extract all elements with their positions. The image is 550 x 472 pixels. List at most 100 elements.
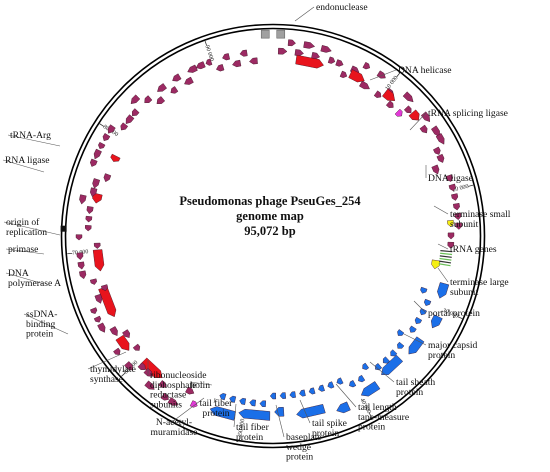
gene-arrow [348,69,365,83]
gene-arrow [229,395,237,403]
gene-arrow [216,64,225,72]
label-line: N-acetyl- [156,417,192,428]
gene-arrow [239,49,248,57]
gene-arrow [375,363,383,371]
gene-arrow [79,194,87,205]
label-leaders [2,6,449,438]
gene-arrow [100,284,109,291]
leader-line [7,134,61,147]
gene-arrow [157,83,167,92]
gene-arrow [299,389,306,397]
label-portal-protein: portal protein [428,308,480,319]
leader-line [233,403,237,428]
label-line: reductase [150,390,186,401]
gene-arrow [360,381,381,397]
gene-arrow [86,206,94,214]
gene-arrow [339,70,348,79]
gene-arrow [296,404,326,419]
gene-arrow [335,59,344,67]
leader-line [5,272,45,285]
label-line: ribonucleoside [150,370,206,381]
gene-arrow [269,392,277,400]
gene-arrow [294,49,304,57]
title-line-organism: Pseudomonas phage PseuGes_254 [179,194,361,208]
gene-arrow [89,158,98,167]
gene-arrow [156,96,166,104]
gene-arrow [409,325,417,333]
tick-mark [121,372,126,377]
backbone-inner-ring [64,27,482,445]
label-line: RNA ligase [5,155,50,166]
leader-line [171,397,205,423]
gene-arrow [125,114,135,124]
gene-arrow [132,343,141,351]
gene-arrow [144,95,153,104]
gene-arrow [89,187,98,197]
label-n-acetyl-muramidase: N-acetyl-muramidase [151,417,198,438]
origin-marker [60,225,67,232]
gene-arrow [93,148,102,160]
tick-label: 20 000 [452,184,469,194]
gene-arrow [431,164,440,175]
tick-mark [468,184,474,187]
gene-arrow [94,293,103,304]
gene-arrow [249,57,258,65]
gene-arrow [435,133,445,145]
gene-arrow [189,400,198,408]
gene-arrow [455,222,463,230]
gene-arrow [249,399,257,407]
label-line: binding [26,319,56,330]
label-line: tail fiber [200,398,234,409]
gene-arrow [436,153,445,163]
gene-arrow [219,393,227,401]
gene-arrow [160,392,169,401]
gene-arrow [84,225,92,232]
gene-arrow [420,286,428,294]
leader-line [403,333,427,346]
label-line: tRNA genes [450,244,497,255]
tick-label: 50 000 [238,418,247,435]
leader-line [369,361,395,383]
trna-gene-mark [439,255,452,258]
gene-arrow [408,336,425,355]
gene-arrow [279,392,287,399]
leader-line [213,397,216,404]
trna-gene-mark [440,252,453,256]
leader-line [87,351,127,370]
gene-arrow [311,51,320,60]
leader-line [437,243,449,250]
gene-arrow [402,91,414,103]
gene-arrow [122,329,131,338]
gene-arrow [447,232,455,240]
gene-arrow [327,381,335,389]
label-rna-ligase: RNA ligase [5,155,50,166]
gene-arrow [336,377,344,385]
gene-arrow [172,73,182,82]
tick-mark [204,40,208,46]
leader-line [413,300,427,314]
label-line: tail sheath [396,377,435,388]
label-line: major capsid [428,340,477,351]
leader-line [433,205,449,215]
label-line: wedge [286,442,311,453]
label-line: protein [236,432,263,443]
label-line: DNA [8,268,29,279]
leader-line [409,112,427,131]
trna-gene-mark [439,260,452,264]
label-line: baseplate [286,432,322,443]
leader-line [3,221,61,236]
gene-arrow [110,153,121,162]
gene-arrow [89,278,98,285]
leader-line [437,267,449,283]
title-line-length: 95,072 bp [244,224,295,238]
label-line: protein [358,422,385,433]
gene-arrow [92,178,101,189]
gene-arrow [274,406,285,417]
